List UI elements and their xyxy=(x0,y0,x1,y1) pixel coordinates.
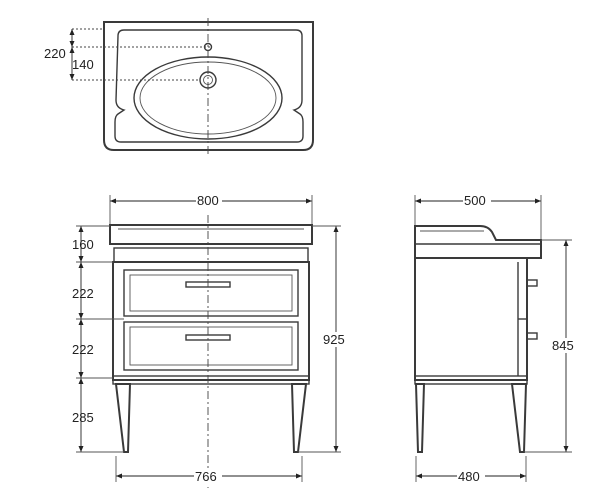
dim-label-480: 480 xyxy=(458,469,480,484)
cabinet-body xyxy=(112,261,310,381)
dim-label-222-a: 222 xyxy=(72,286,94,301)
cabinet-plinth xyxy=(112,375,310,385)
arrow xyxy=(69,47,75,53)
side-leg-back xyxy=(414,383,426,453)
arrow xyxy=(110,198,116,204)
basin-ledge xyxy=(114,29,304,143)
arrow xyxy=(520,473,526,479)
dim-label-766: 766 xyxy=(195,469,217,484)
drawer-upper xyxy=(123,269,299,317)
arrow xyxy=(69,29,75,35)
side-handle-lower xyxy=(526,332,538,340)
arrow xyxy=(69,41,75,47)
arrow xyxy=(78,256,84,262)
arrow xyxy=(116,473,122,479)
side-cabinet-body xyxy=(414,257,528,381)
drawer-lower xyxy=(123,321,299,371)
drawer-upper-panel xyxy=(129,274,293,312)
arrow xyxy=(78,372,84,378)
top-view: 220 140 xyxy=(44,18,314,156)
dim-label-500: 500 xyxy=(464,193,486,208)
dim-label-220: 220 xyxy=(44,46,66,61)
side-leg-front xyxy=(510,383,528,453)
dim-label-222-b: 222 xyxy=(72,342,94,357)
arrow xyxy=(415,198,421,204)
arrow xyxy=(78,313,84,319)
arrow xyxy=(78,378,84,384)
drawer-lower-panel xyxy=(129,326,293,366)
side-view: 500 845 480 xyxy=(414,193,579,484)
dim-label-925: 925 xyxy=(323,332,345,347)
arrow xyxy=(563,446,569,452)
dim-label-845: 845 xyxy=(552,338,574,353)
arrow xyxy=(78,262,84,268)
label-bg xyxy=(551,338,579,353)
side-profile-top xyxy=(414,225,542,259)
label-bg xyxy=(457,469,485,484)
arrow xyxy=(416,473,422,479)
arrow xyxy=(78,319,84,325)
side-plinth xyxy=(414,375,528,385)
cabinet-apron xyxy=(113,247,309,263)
countertop xyxy=(109,224,313,245)
arrow xyxy=(69,74,75,80)
dim-label-160: 160 xyxy=(72,237,94,252)
label-bg xyxy=(194,469,222,484)
front-view: 800 xyxy=(72,193,350,488)
leg-left xyxy=(114,383,132,453)
arrow xyxy=(333,446,339,452)
basin-outline xyxy=(103,21,314,151)
label-bg xyxy=(463,193,491,208)
arrow xyxy=(333,226,339,232)
dim-label-800: 800 xyxy=(197,193,219,208)
leg-right xyxy=(290,383,308,453)
side-handle-upper xyxy=(526,279,538,287)
arrow xyxy=(535,198,541,204)
label-bg xyxy=(196,193,222,208)
arrow xyxy=(563,240,569,246)
arrow xyxy=(296,473,302,479)
dim-label-285: 285 xyxy=(72,410,94,425)
label-bg xyxy=(322,332,350,347)
dim-label-140: 140 xyxy=(72,57,94,72)
arrow xyxy=(78,446,84,452)
arrow xyxy=(306,198,312,204)
arrow xyxy=(78,226,84,232)
